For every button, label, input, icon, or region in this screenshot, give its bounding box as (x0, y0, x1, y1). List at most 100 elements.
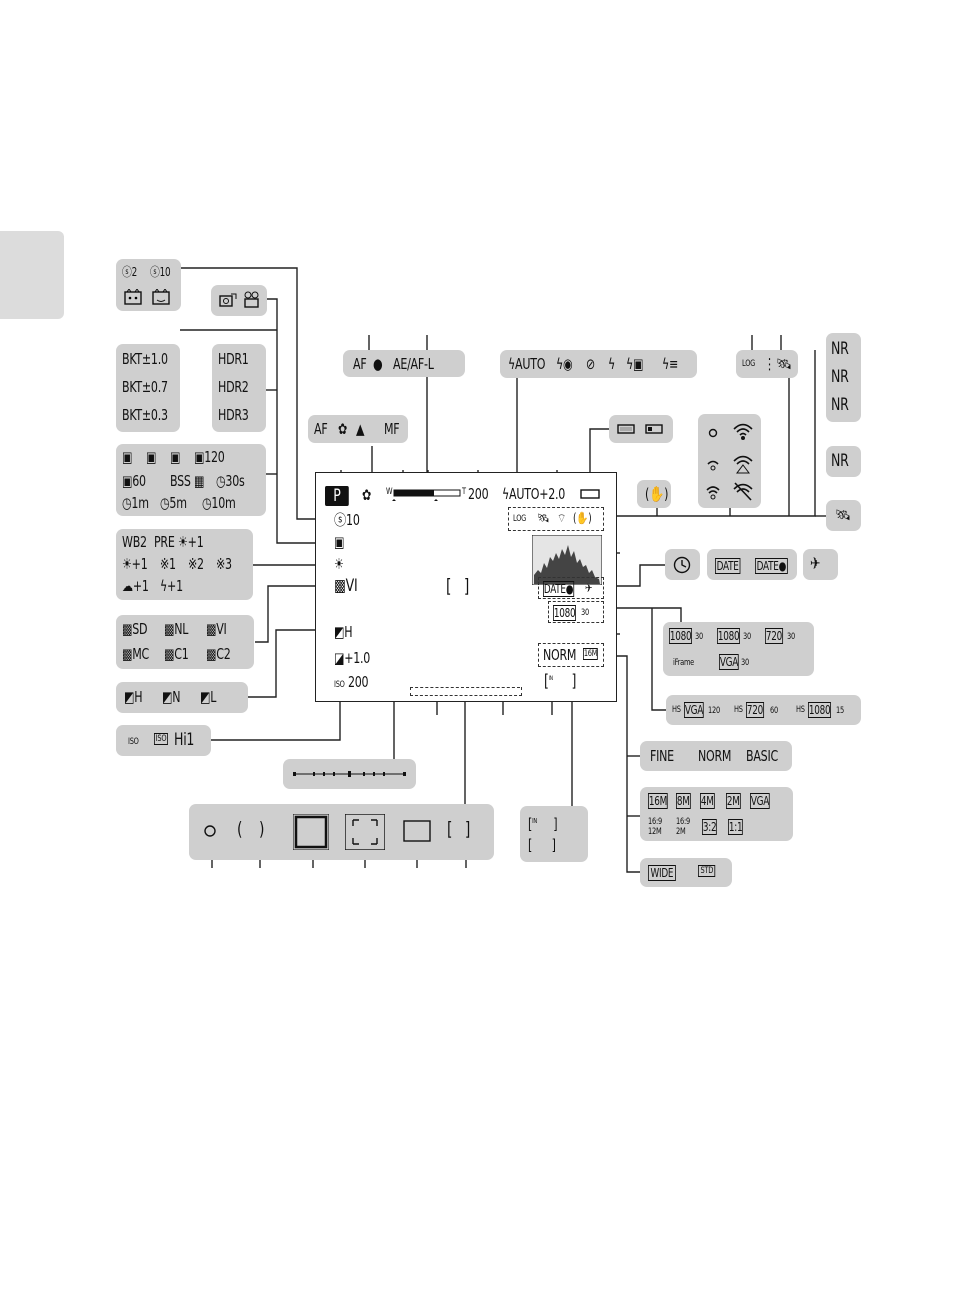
cont-bss: BSS (170, 472, 191, 490)
exposure-bar-box (283, 759, 416, 789)
movie-options-box: 1080 30 1080 30 720 30 iFrame VGA 30 (663, 622, 814, 676)
exposure-meter-icon (293, 771, 406, 777)
noise-reduction-box: NR NR NR (826, 333, 861, 422)
memory-box: [IN ] [ ] (520, 806, 588, 862)
flash-off-icon: ⊘ (586, 355, 596, 373)
movie-icon (244, 291, 259, 308)
cont-multi: ▦ (194, 472, 205, 490)
iso-box: ISO ISO Hi1 (116, 725, 211, 756)
bkt-07: BKT±0.7 (122, 378, 168, 396)
gps-status-box: 🛰 (826, 500, 861, 531)
wifi-disabled-icon (733, 482, 753, 501)
nr-low: NR (831, 395, 849, 415)
easy-auto-icon (219, 293, 237, 307)
screen-selftimer: ⓢ10 (334, 511, 360, 529)
wb2: WB2 (122, 533, 147, 551)
screen-exposure-meter (410, 687, 520, 696)
internal-memory-bracket: [IN ] (528, 815, 558, 833)
flash-auto: ϟAUTO (508, 355, 546, 373)
screen-battery-icon (580, 489, 600, 499)
fm-mf: MF (384, 420, 400, 438)
macro-icon: ✿ (338, 420, 348, 438)
pc-c2: ▩C2 (206, 645, 231, 663)
selftimer-10: ⓢ10 (150, 265, 171, 279)
hdr2: HDR2 (218, 378, 249, 396)
focus-area-box: ( ) [ ] (189, 804, 494, 860)
screen-movie-size: 1080 (553, 605, 577, 621)
log-icon: LOG (742, 359, 756, 369)
cont-60: ▣60 (122, 472, 146, 490)
battery-box (609, 415, 673, 443)
flash-slow-icon: ϟ▣ (626, 355, 644, 373)
picture-control-box: ▩SD ▩NL ▩VI ▩MC ▩C1 ▩C2 (116, 615, 254, 669)
pc-c1: ▩C1 (164, 645, 189, 663)
subject-frame-icon (293, 814, 329, 850)
clock-icon (673, 556, 691, 574)
cont-l: ▣ (146, 448, 157, 466)
log-bar-icon: ⋮ (764, 355, 775, 373)
dl-l: ◩L (200, 688, 217, 706)
size-8m: 8M (676, 793, 691, 809)
screen-quality-group: NORM 16M (538, 643, 604, 667)
screen-gps-icon: 🛰 (537, 511, 550, 525)
af-ae-box: AF ● AE/AF-L (343, 350, 465, 377)
movie-1080: 1080 (717, 628, 741, 644)
screen-vr-icon: (✋) (573, 511, 592, 525)
screen-status-group: LOG 🛰 ⌔ (✋) (508, 507, 604, 531)
hdr1: HDR1 (218, 350, 249, 368)
screen-exposure-meter-frame (410, 687, 522, 696)
multi-area-icon (345, 814, 385, 850)
image-quality-box: FINE NORM BASIC (640, 741, 792, 771)
wb-flash: ϟ+1 (160, 577, 183, 595)
screen-picture-control: ▩VI (334, 576, 358, 596)
histogram (532, 535, 602, 585)
zoom-indicator (392, 489, 461, 501)
center-bracket-icon: [ ] (447, 818, 471, 840)
wb-pre: PRE (154, 533, 175, 551)
hs-60: 60 (770, 706, 778, 716)
screen-date-group: DATE● ✈ (538, 577, 604, 599)
pet-timer-icon (152, 289, 170, 305)
size-169-12m: 16:9 12M (648, 817, 662, 837)
screen-date-icon: DATE● (543, 581, 575, 597)
size-4m: 4M (700, 793, 715, 809)
bkt-10: BKT±1.0 (122, 350, 168, 368)
flash-redeye-icon: ϟ◉ (556, 355, 573, 373)
airplane-icon: ✈ (810, 554, 821, 574)
movie-720: 720 (765, 628, 783, 644)
infinity-icon: ▲ (356, 420, 365, 438)
vr-icon: (✋) (645, 485, 669, 503)
hs-15: 15 (836, 706, 844, 716)
screen-size: 16M (583, 648, 599, 660)
shutter-mode-box (211, 285, 267, 316)
cont-h: ▣ (122, 448, 133, 466)
screen-wifi-icon: ⌔ (557, 511, 567, 525)
target-brackets-icon: ( ) (237, 818, 265, 840)
cont-1m: ◷1m (122, 494, 149, 512)
wifi-medium-icon (706, 486, 720, 500)
wifi-warning-icon (733, 455, 753, 474)
auto-iso-icon: ISO (154, 733, 168, 745)
ae-af-lock: AE/AF-L (393, 355, 434, 373)
pano-wide: WIDE (648, 865, 676, 881)
wb-incandescent: ☀+1 (122, 555, 148, 573)
screen-macro-icon: ✿ (362, 486, 372, 504)
movie-vga: VGA (719, 654, 739, 670)
iso-hi1: Hi1 (174, 730, 195, 750)
hs-movie-box: HS VGA 120 HS 720 60 HS 1080 15 (666, 695, 861, 725)
clock-box (665, 549, 700, 580)
wb-sun: ☀+1 (178, 533, 204, 551)
bracket-box: BKT±1.0 BKT±0.7 BKT±0.3 (116, 344, 180, 432)
pano-std: STD (698, 865, 716, 877)
hdr3: HDR3 (218, 406, 249, 424)
screen-ev: ◪+1.0 (334, 649, 371, 667)
hs-720: 720 (746, 702, 764, 718)
date-stamp-box: DATE DATE● (707, 549, 797, 580)
wifi-icon (733, 423, 753, 440)
nr-filter: NR (831, 451, 849, 471)
focus-mode-box: AF ✿ ▲ MF (308, 415, 408, 443)
selftimer-box: ⓢ2 ⓢ10 (116, 259, 181, 311)
monitor-screen: P ✿ W T 200 ϟAUTO+2.0 ⓢ10 ▣ ☀ ▩VI ◩H ◪+1… (315, 472, 617, 702)
pc-nl: ▩NL (164, 620, 189, 638)
screen-quality: NORM (543, 646, 577, 664)
